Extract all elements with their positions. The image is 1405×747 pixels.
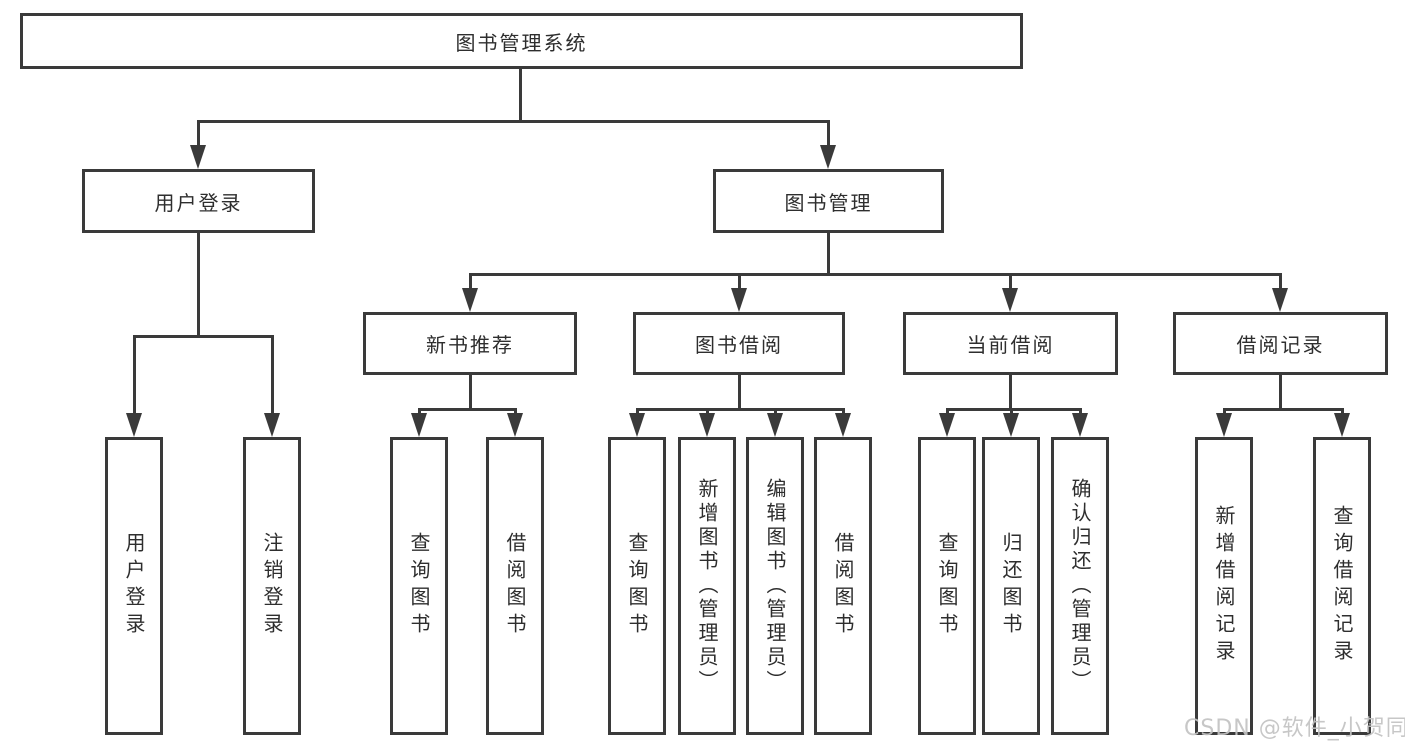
connector-stem: [1009, 273, 1012, 293]
leaf-add-book-admin: 新增图书（管理员）: [678, 437, 736, 735]
connector-stem: [271, 335, 274, 417]
node-current-borrow: 当前借阅: [903, 312, 1118, 375]
leaf-label: 借阅图书: [831, 532, 855, 640]
arrow-down-icon: [835, 413, 851, 437]
node-new-book-label: 新书推荐: [426, 333, 514, 357]
connector-login-bar: [133, 335, 274, 338]
arrow-down-icon: [731, 288, 747, 312]
node-new-book: 新书推荐: [363, 312, 577, 375]
connector-login-trunk: [197, 233, 200, 337]
connector-level3-bar: [469, 273, 1282, 276]
arrow-down-icon: [939, 413, 955, 437]
leaf-label: 查询图书: [625, 532, 649, 640]
arrow-down-icon: [264, 413, 280, 437]
arrow-down-icon: [411, 413, 427, 437]
connector-stem: [133, 335, 136, 417]
connector-record-bar: [1223, 408, 1344, 411]
leaf-label: 新增图书（管理员）: [695, 478, 719, 694]
leaf-label: 注销登录: [260, 532, 284, 640]
arrow-down-icon: [699, 413, 715, 437]
leaf-return-book: 归还图书: [982, 437, 1040, 735]
arrow-down-icon: [507, 413, 523, 437]
leaf-label: 归还图书: [999, 532, 1023, 640]
leaf-label: 查询图书: [935, 532, 959, 640]
connector-root-trunk: [519, 69, 522, 121]
connector-stem: [197, 120, 200, 148]
leaf-borrow-book-1: 借阅图书: [486, 437, 544, 735]
arrow-down-icon: [820, 145, 836, 169]
arrow-down-icon: [1072, 413, 1088, 437]
leaf-label: 新增借阅记录: [1212, 505, 1236, 667]
leaf-label: 确认归还（管理员）: [1068, 478, 1092, 694]
arrow-down-icon: [1002, 288, 1018, 312]
leaf-add-borrow-record: 新增借阅记录: [1195, 437, 1253, 735]
node-current-borrow-label: 当前借阅: [966, 333, 1055, 357]
connector-level2-bar: [197, 120, 829, 123]
connector-stem: [1279, 273, 1282, 293]
leaf-label: 借阅图书: [503, 532, 527, 640]
connector-stem: [827, 120, 830, 148]
node-user-login-label: 用户登录: [154, 190, 243, 215]
node-book-manage: 图书管理: [713, 169, 944, 233]
node-root-label: 图书管理系统: [455, 30, 588, 55]
csdn-watermark: CSDN @软件_小贺同学: [1184, 716, 1405, 741]
leaf-query-book-1: 查询图书: [390, 437, 448, 735]
connector-current-bar: [946, 408, 1081, 411]
leaf-label: 查询借阅记录: [1330, 505, 1354, 667]
arrow-down-icon: [1334, 413, 1350, 437]
arrow-down-icon: [1216, 413, 1232, 437]
leaf-user-login: 用户登录: [105, 437, 163, 735]
leaf-confirm-return-admin: 确认归还（管理员）: [1051, 437, 1109, 735]
connector-manage-trunk: [827, 233, 830, 276]
arrow-down-icon: [1272, 288, 1288, 312]
arrow-down-icon: [767, 413, 783, 437]
node-borrow-record-label: 借阅记录: [1236, 333, 1325, 357]
connector-current-trunk: [1009, 375, 1012, 411]
connector-borrow-bar: [636, 408, 845, 411]
leaf-query-book-2: 查询图书: [608, 437, 666, 735]
leaf-label: 编辑图书（管理员）: [763, 478, 787, 694]
leaf-edit-book-admin: 编辑图书（管理员）: [746, 437, 804, 735]
leaf-query-borrow-record: 查询借阅记录: [1313, 437, 1371, 735]
connector-newbook-trunk: [469, 375, 472, 411]
connector-stem: [469, 273, 472, 293]
connector-stem: [738, 273, 741, 293]
node-book-borrow: 图书借阅: [633, 312, 845, 375]
connector-newbook-bar: [418, 408, 517, 411]
node-book-manage-label: 图书管理: [784, 190, 873, 215]
connector-borrow-trunk: [738, 375, 741, 411]
node-root: 图书管理系统: [20, 13, 1023, 69]
node-book-borrow-label: 图书借阅: [695, 333, 783, 357]
node-user-login: 用户登录: [82, 169, 315, 233]
leaf-label: 用户登录: [122, 532, 146, 640]
arrow-down-icon: [126, 413, 142, 437]
node-borrow-record: 借阅记录: [1173, 312, 1388, 375]
leaf-query-book-3: 查询图书: [918, 437, 976, 735]
leaf-borrow-book-2: 借阅图书: [814, 437, 872, 735]
arrow-down-icon: [629, 413, 645, 437]
arrow-down-icon: [462, 288, 478, 312]
connector-record-trunk: [1279, 375, 1282, 411]
leaf-label: 查询图书: [407, 532, 431, 640]
arrow-down-icon: [190, 145, 206, 169]
arrow-down-icon: [1003, 413, 1019, 437]
leaf-logout: 注销登录: [243, 437, 301, 735]
